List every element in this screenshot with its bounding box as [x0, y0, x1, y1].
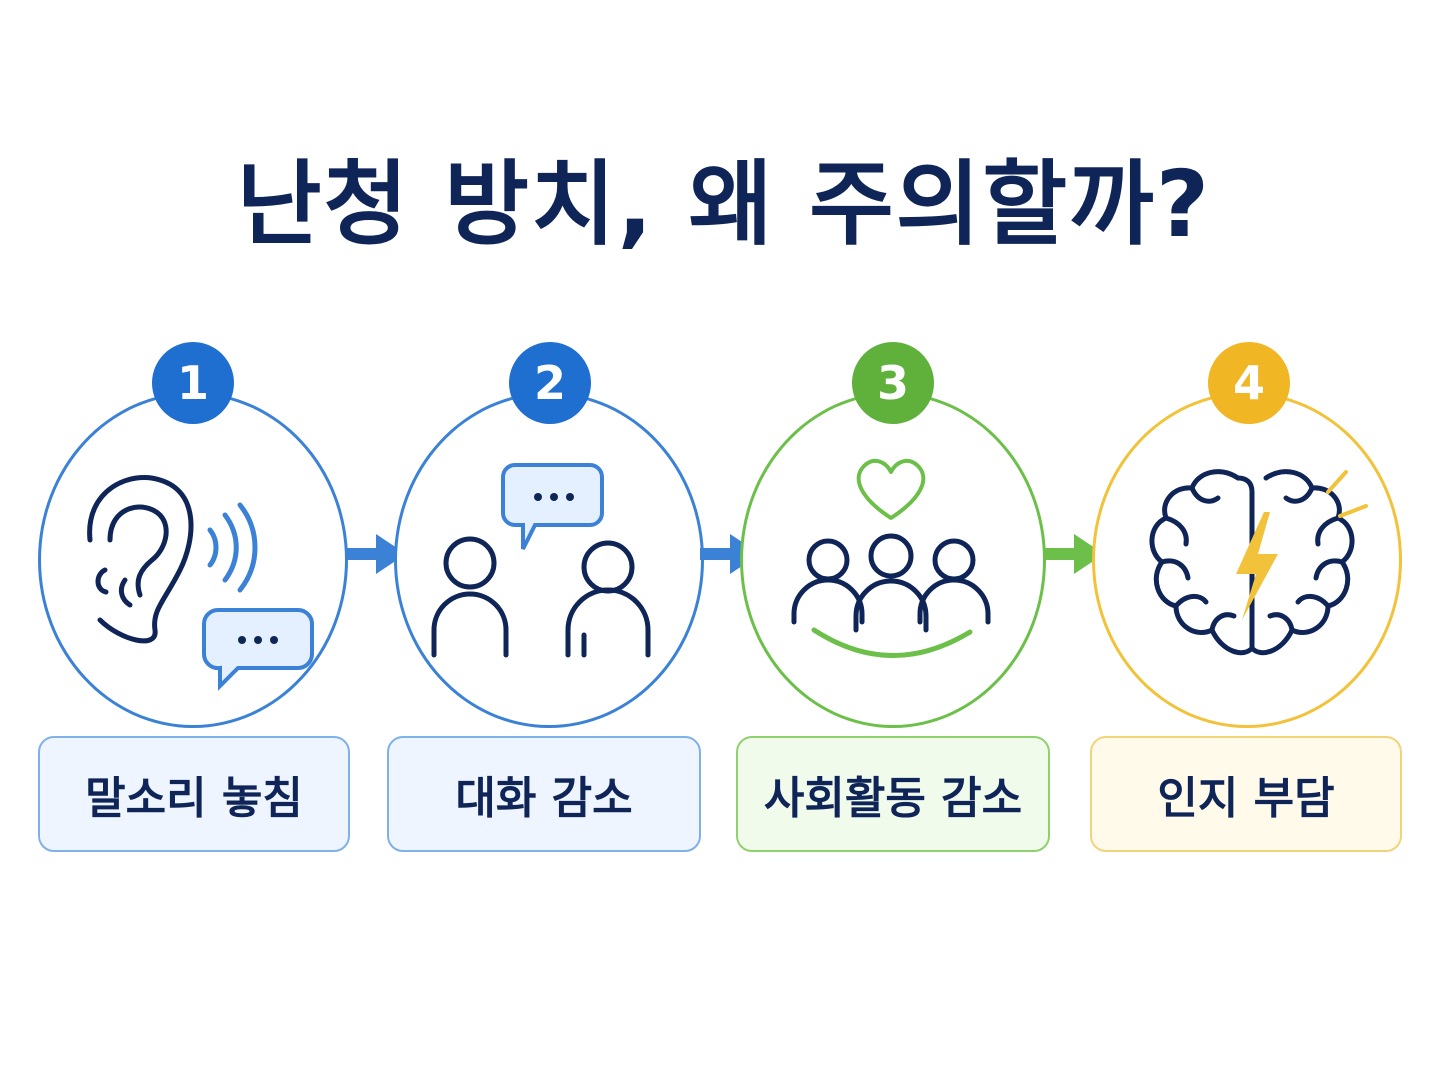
step-3-label: 사회활동 감소 [736, 736, 1050, 852]
arrow-right-icon [346, 534, 406, 574]
brain-lightning-icon [1149, 469, 1355, 655]
step-1-label: 말소리 놓침 [38, 736, 350, 852]
step-2-number-badge: 2 [509, 342, 591, 424]
step-2-label: 대화 감소 [387, 736, 701, 852]
step-3-number-badge: 3 [852, 342, 934, 424]
ear-with-speech-icon [87, 475, 314, 691]
step-4-number-badge: 4 [1208, 342, 1290, 424]
step-4-label: 인지 부담 [1090, 736, 1402, 852]
page-title: 난청 방치, 왜 주의할까? [236, 151, 1212, 258]
arrow-right-icon [1044, 534, 1104, 574]
spark-lines-icon [1326, 470, 1368, 518]
step-1-circle [38, 392, 348, 728]
group-heart-icon [791, 458, 991, 658]
two-people-chat-icon [431, 463, 651, 658]
step-1-number-badge: 1 [152, 342, 234, 424]
